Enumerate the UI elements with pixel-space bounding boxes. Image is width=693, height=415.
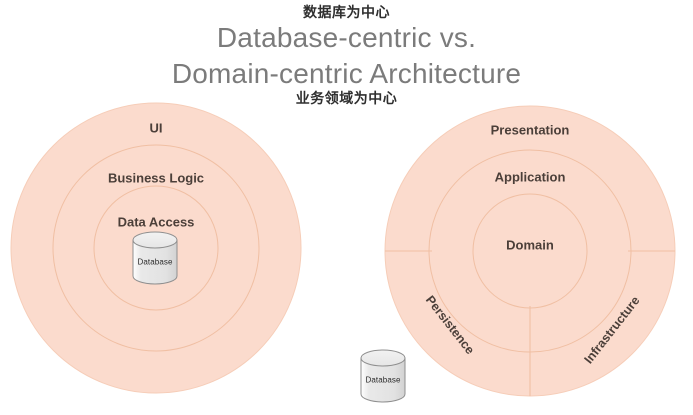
sector-dividers bbox=[385, 250, 675, 396]
database-cylinder-bottom bbox=[360, 349, 406, 403]
label-domain: Domain bbox=[506, 237, 554, 253]
cylinder-top-icon bbox=[360, 349, 406, 367]
cylinder-body-icon bbox=[360, 357, 406, 403]
label-data-access: Data Access bbox=[117, 214, 195, 230]
label-presentation: Presentation bbox=[490, 122, 570, 138]
label-business-logic: Business Logic bbox=[107, 170, 205, 186]
cylinder-body-icon bbox=[132, 239, 178, 285]
label-database-center: Database bbox=[137, 257, 173, 267]
cylinder-top-icon bbox=[132, 231, 178, 249]
label-ui: UI bbox=[149, 120, 163, 136]
database-cylinder-center bbox=[132, 231, 178, 285]
label-application: Application bbox=[494, 169, 566, 185]
right-architecture-rings bbox=[384, 105, 676, 397]
label-database-bottom: Database bbox=[365, 375, 401, 385]
